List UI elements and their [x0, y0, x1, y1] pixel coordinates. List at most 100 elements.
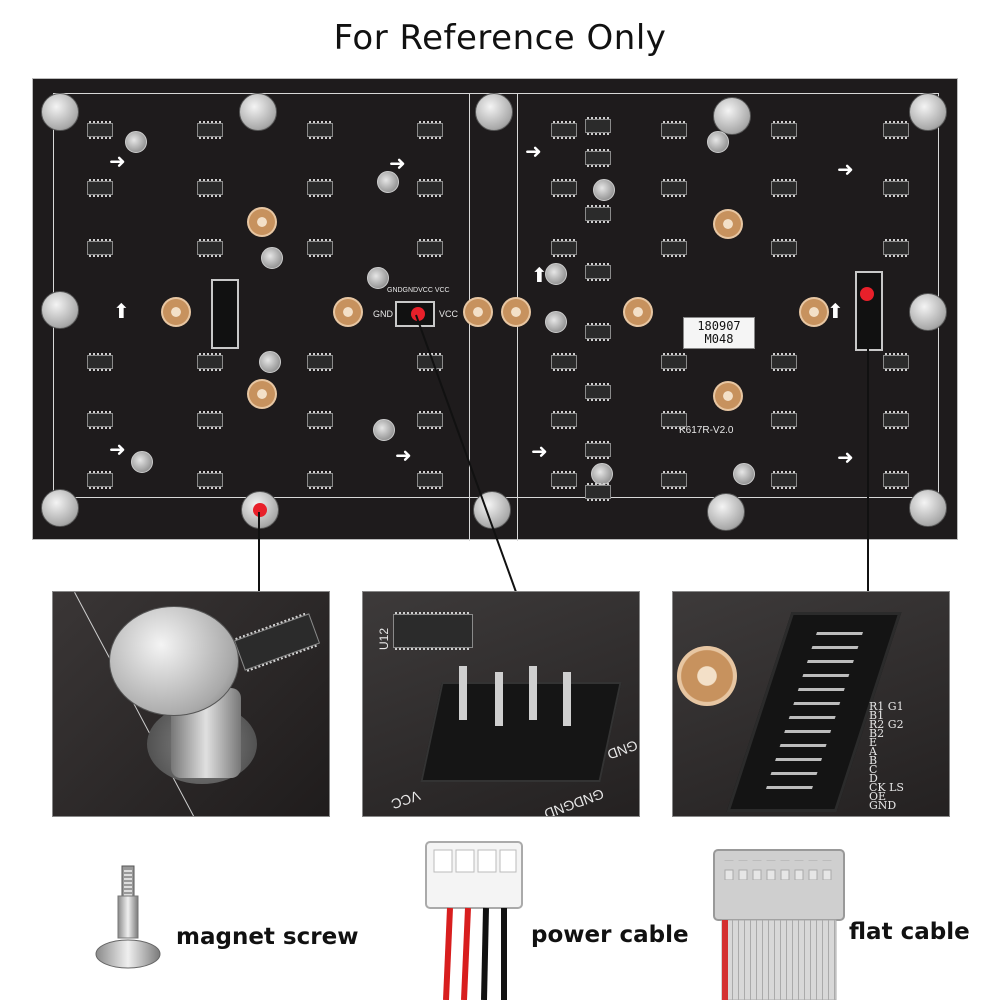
flat-pin-label: R1 G1 [869, 700, 904, 713]
arrow-right-icon: ➜ [389, 151, 406, 175]
driver-chip [771, 471, 797, 489]
arrow-up-icon: ⬆ [531, 263, 548, 287]
flat-pin-label: E [869, 736, 878, 749]
capacitor [733, 463, 755, 485]
flat-pin-label: OE [869, 790, 887, 803]
chip [393, 612, 473, 650]
capacitor [593, 179, 615, 201]
board-label-sticker: 180907 M048 [683, 317, 755, 349]
power-cable-icon [425, 841, 523, 1000]
arrow-up-icon: ⬆ [827, 299, 844, 323]
capacitor [707, 131, 729, 153]
magnet-icon [909, 293, 947, 331]
capacitor [545, 263, 567, 285]
driver-chip [883, 121, 909, 139]
copper-pad [247, 207, 277, 237]
driver-chip [417, 239, 443, 257]
gnd-text: GND [373, 309, 393, 319]
driver-chip [771, 353, 797, 371]
flat-cable-icon [713, 849, 845, 1000]
capacitor [373, 419, 395, 441]
copper-pad [333, 297, 363, 327]
flat-pin-label: C [869, 763, 878, 776]
magnet-icon [473, 491, 511, 529]
driver-chip [661, 121, 687, 139]
flat-pin-label: R2 G2 [869, 718, 904, 731]
copper-pad [501, 297, 531, 327]
magnet-icon [41, 489, 79, 527]
driver-chip [585, 149, 611, 167]
capacitor [131, 451, 153, 473]
flat-pin-label: CK LS [869, 781, 904, 794]
copper-pad [161, 297, 191, 327]
driver-chip [307, 179, 333, 197]
magnet-icon [713, 97, 751, 135]
driver-chip [551, 353, 577, 371]
flat-pin-label: B1 [869, 709, 885, 722]
copper-pad [713, 381, 743, 411]
hub75-connector-input [211, 279, 239, 349]
board-model-text: K617R-V2.0 [679, 425, 734, 436]
arrow-right-icon: ➜ [395, 443, 412, 467]
driver-chip [197, 121, 223, 139]
pointer-line-power [415, 314, 517, 593]
capacitor [259, 351, 281, 373]
magnet-icon [475, 93, 513, 131]
driver-chip [771, 411, 797, 429]
driver-chip [883, 179, 909, 197]
driver-chip [87, 471, 113, 489]
copper-pad [623, 297, 653, 327]
driver-chip [87, 179, 113, 197]
driver-chip [883, 471, 909, 489]
capacitor [591, 463, 613, 485]
capacitor [261, 247, 283, 269]
copper-pad [799, 297, 829, 327]
pointer-dot [411, 307, 425, 321]
flat-cable-label: flat cable [849, 919, 970, 945]
driver-chip [551, 239, 577, 257]
driver-chip [883, 353, 909, 371]
driver-chip [661, 353, 687, 371]
driver-chip [883, 239, 909, 257]
driver-chip [551, 179, 577, 197]
driver-chip [307, 239, 333, 257]
magnet-icon [241, 491, 279, 529]
zoom-panel-power: U12 GND VCC GNDGND [362, 591, 640, 817]
magnet-icon [909, 489, 947, 527]
driver-chip [771, 179, 797, 197]
chip-text: U12 [377, 627, 392, 651]
driver-chip [661, 471, 687, 489]
driver-chip [417, 471, 443, 489]
driver-chip [87, 121, 113, 139]
copper-pad [713, 209, 743, 239]
driver-chip [771, 239, 797, 257]
driver-chip [87, 353, 113, 371]
zoom-panel-magnet [52, 591, 330, 817]
flat-pin-label: GND [869, 799, 897, 812]
arrow-right-icon: ➜ [109, 149, 126, 173]
capacitor [545, 311, 567, 333]
arrow-right-icon: ➜ [837, 445, 854, 469]
power-cable-label: power cable [531, 922, 689, 948]
magnet-screw-icon [95, 865, 161, 969]
driver-chip [87, 411, 113, 429]
driver-chip [585, 323, 611, 341]
pointer-line-flat [867, 302, 869, 592]
arrow-right-icon: ➜ [525, 139, 542, 163]
magnet-icon [41, 93, 79, 131]
arrow-right-icon: ➜ [837, 157, 854, 181]
copper-pad [247, 379, 277, 409]
flat-pin-label: A [869, 745, 877, 758]
driver-chip [585, 263, 611, 281]
driver-chip [661, 411, 687, 429]
driver-chip [417, 121, 443, 139]
copper-pad [463, 297, 493, 327]
driver-chip [197, 411, 223, 429]
driver-chip [585, 441, 611, 459]
capacitor [367, 267, 389, 289]
driver-chip [87, 239, 113, 257]
magnet-screw-label: magnet screw [176, 924, 359, 950]
vcc-text: VCC [439, 309, 459, 319]
